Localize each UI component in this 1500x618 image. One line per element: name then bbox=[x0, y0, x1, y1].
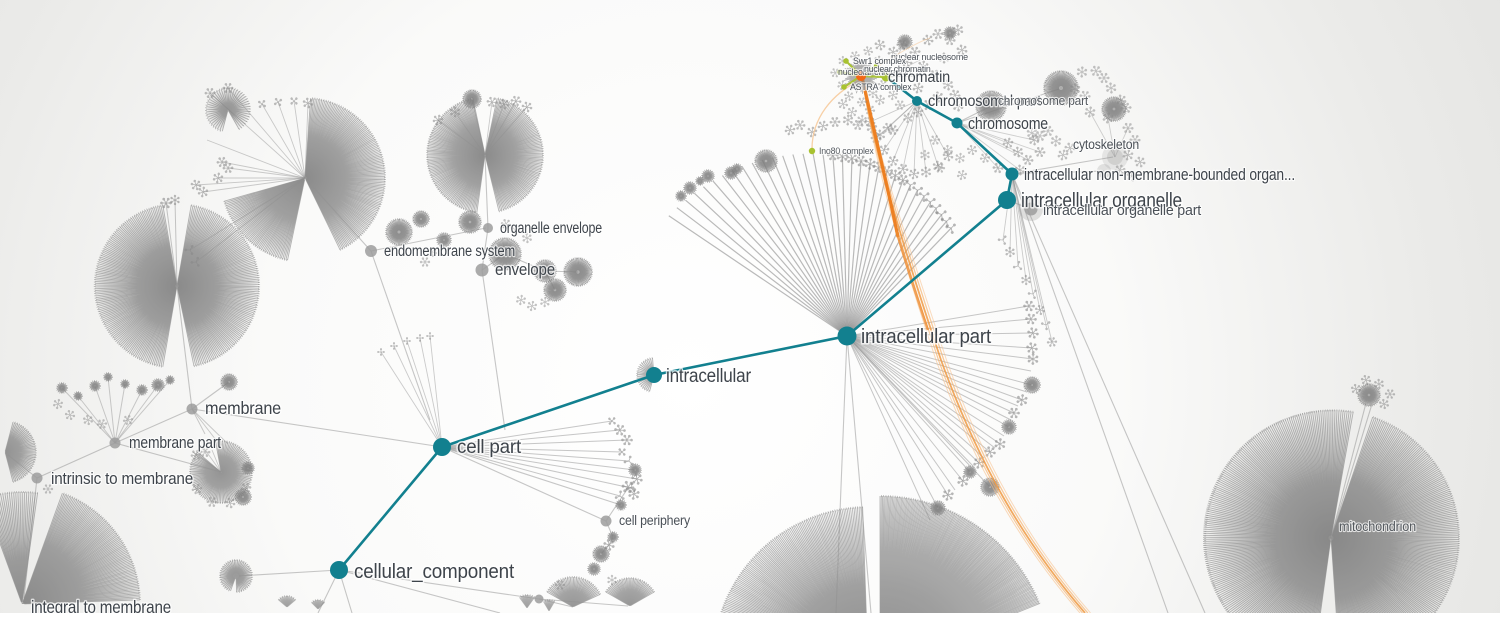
svg-text:nucleolar chromatin: nucleolar chromatin bbox=[838, 67, 911, 77]
svg-text:endomembrane system: endomembrane system bbox=[384, 243, 515, 260]
svg-text:cytoskeleton: cytoskeleton bbox=[1073, 137, 1139, 152]
svg-text:Ino80 complex: Ino80 complex bbox=[819, 146, 874, 156]
svg-text:nuclear chromatin: nuclear chromatin bbox=[864, 64, 931, 74]
svg-text:integral to membrane: integral to membrane bbox=[31, 597, 171, 613]
svg-text:intracellular: intracellular bbox=[666, 366, 752, 387]
svg-text:intracellular non-membrane-bou: intracellular non-membrane-bounded organ… bbox=[1024, 166, 1295, 184]
svg-text:chromosome: chromosome bbox=[968, 114, 1048, 133]
svg-text:intracellular organelle part: intracellular organelle part bbox=[1043, 203, 1201, 219]
svg-text:membrane part: membrane part bbox=[129, 434, 222, 452]
svg-text:cell periphery: cell periphery bbox=[619, 513, 690, 528]
svg-text:intracellular organelle: intracellular organelle bbox=[1021, 190, 1182, 212]
svg-text:nuclear nucleosome: nuclear nucleosome bbox=[891, 52, 968, 62]
svg-text:intracellular part: intracellular part bbox=[861, 326, 992, 348]
svg-text:intrinsic to membrane: intrinsic to membrane bbox=[51, 470, 193, 488]
svg-text:chromosomal part: chromosomal part bbox=[928, 93, 1042, 110]
svg-text:mitochondrion: mitochondrion bbox=[1339, 519, 1416, 534]
svg-text:envelope: envelope bbox=[495, 261, 555, 279]
svg-text:Swr1 complex: Swr1 complex bbox=[853, 56, 907, 66]
svg-text:membrane: membrane bbox=[205, 398, 281, 418]
svg-text:cell part: cell part bbox=[457, 436, 522, 458]
svg-text:organelle envelope: organelle envelope bbox=[500, 220, 602, 237]
svg-text:ASTRA complex: ASTRA complex bbox=[850, 82, 912, 92]
svg-text:chromatin: chromatin bbox=[888, 69, 950, 86]
svg-text:cellular_component: cellular_component bbox=[354, 560, 514, 583]
svg-text:chromosome part: chromosome part bbox=[998, 94, 1089, 108]
